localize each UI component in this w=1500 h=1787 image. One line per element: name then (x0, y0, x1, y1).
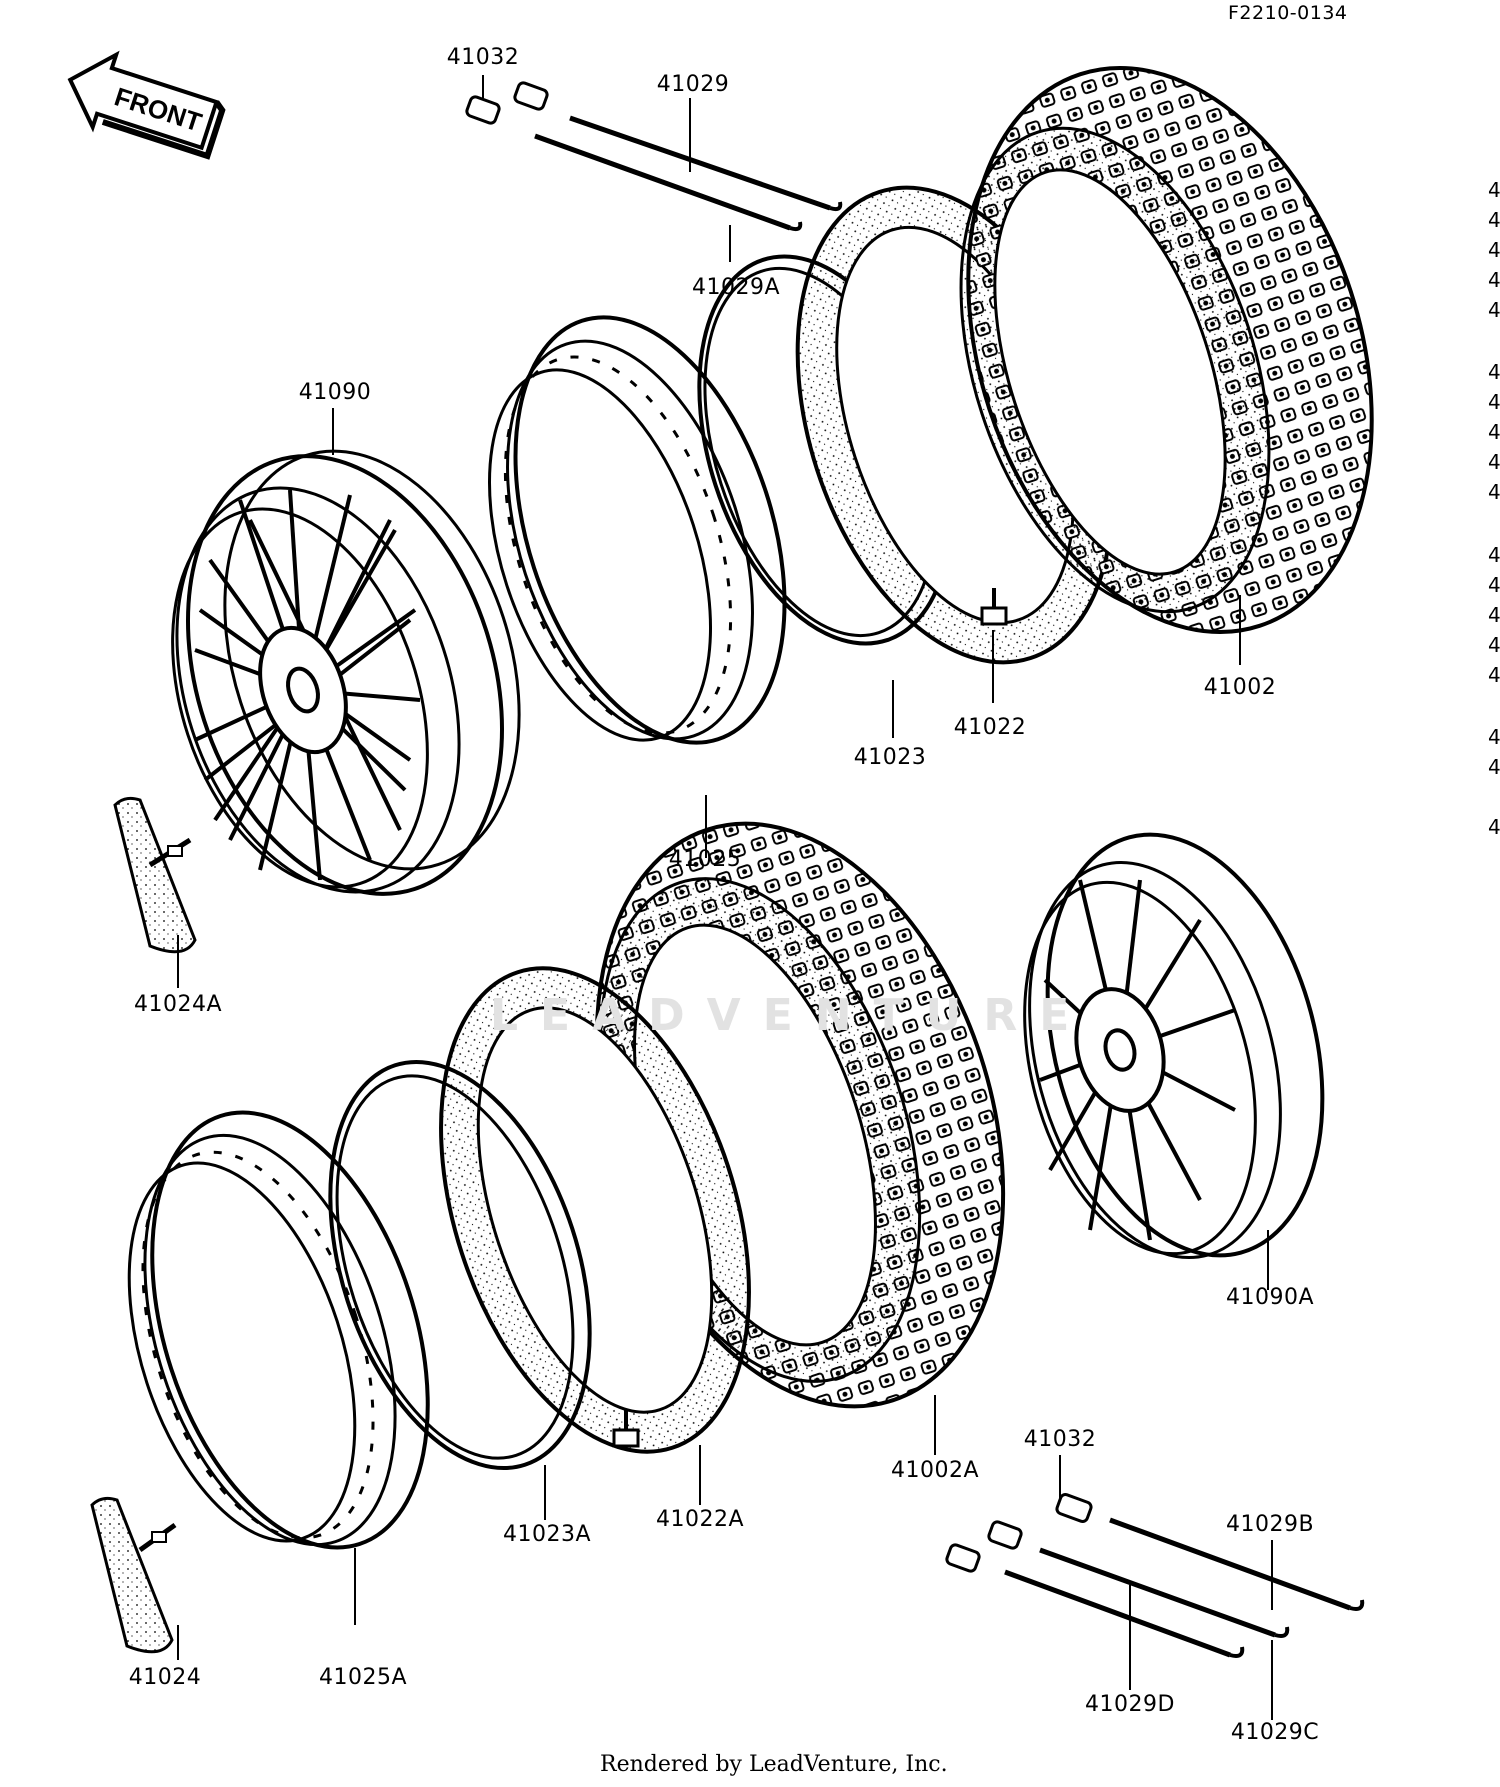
tube-41022A (439, 966, 751, 1454)
fragment-digit: 4 (1488, 450, 1500, 474)
fragment-digit: 4 (1488, 725, 1500, 749)
rim-lock-41024A (113, 796, 197, 954)
part-label-41032-bottom[interactable]: 41032 (1023, 1427, 1097, 1452)
fragment-digit: 4 (1488, 208, 1500, 232)
part-label-41029B[interactable]: 41029B (1225, 1512, 1315, 1537)
part-label-41090[interactable]: 41090 (298, 380, 372, 405)
part-label-41032-top[interactable]: 41032 (446, 45, 520, 70)
fragment-digit: 4 (1488, 390, 1500, 414)
rear-wheel-assembly-41090A (1023, 832, 1325, 1259)
part-label-41022[interactable]: 41022 (953, 715, 1027, 740)
fragment-digit: 4 (1488, 663, 1500, 687)
fragment-digit: 4 (1488, 178, 1500, 202)
rim-band-41023A (328, 1059, 592, 1471)
fragment-digit: 4 (1488, 268, 1500, 292)
part-label-41029C[interactable]: 41029C (1230, 1720, 1320, 1745)
part-label-41025[interactable]: 41025 (668, 847, 742, 872)
fragment-digit: 4 (1488, 238, 1500, 262)
part-label-41023[interactable]: 41023 (853, 745, 927, 770)
spoke-41029 (534, 115, 843, 232)
leader-lines (177, 75, 1273, 1720)
fragment-digit: 4 (1488, 755, 1500, 779)
part-label-41025A[interactable]: 41025A (318, 1665, 408, 1690)
part-label-41029A[interactable]: 41029A (691, 275, 781, 300)
part-label-41024[interactable]: 41024 (128, 1665, 202, 1690)
part-label-41022A[interactable]: 41022A (655, 1507, 745, 1532)
part-label-41029D[interactable]: 41029D (1085, 1692, 1175, 1717)
spoke-nipple-41032-top (465, 81, 549, 125)
fragment-digit: 4 (1488, 298, 1500, 322)
part-label-41024A[interactable]: 41024A (133, 992, 223, 1017)
fragment-digit: 4 (1488, 480, 1500, 504)
part-label-41029[interactable]: 41029 (656, 72, 730, 97)
fragment-digit: 4 (1488, 815, 1500, 839)
footer-credit: Rendered by LeadVenture, Inc. (600, 1752, 948, 1777)
part-label-41023A[interactable]: 41023A (502, 1522, 592, 1547)
front-wheel-assembly-41090 (171, 449, 521, 896)
watermark: LEADVENTURE (490, 990, 1092, 1041)
front-arrow-icon: FRONT (67, 50, 226, 160)
spokes-41029B-41029C-41029D (1004, 1517, 1365, 1658)
fragment-digit: 4 (1488, 360, 1500, 384)
rim-41025A (127, 1110, 430, 1550)
tire-41002 (959, 66, 1374, 634)
part-label-41002[interactable]: 41002 (1203, 675, 1277, 700)
rim-lock-41024 (90, 1496, 177, 1654)
fragment-digit: 4 (1488, 633, 1500, 657)
fragment-digit: 4 (1488, 420, 1500, 444)
fragment-digit: 4 (1488, 543, 1500, 567)
part-label-41090A[interactable]: 41090A (1225, 1285, 1315, 1310)
diagram-code: F2210-0134 (1228, 2, 1348, 24)
fragment-digit: 4 (1488, 573, 1500, 597)
fragment-digit: 4 (1488, 603, 1500, 627)
rim-41025 (488, 315, 787, 745)
spoke-nipple-41032-bottom (945, 1493, 1093, 1573)
part-label-41002A[interactable]: 41002A (890, 1458, 980, 1483)
